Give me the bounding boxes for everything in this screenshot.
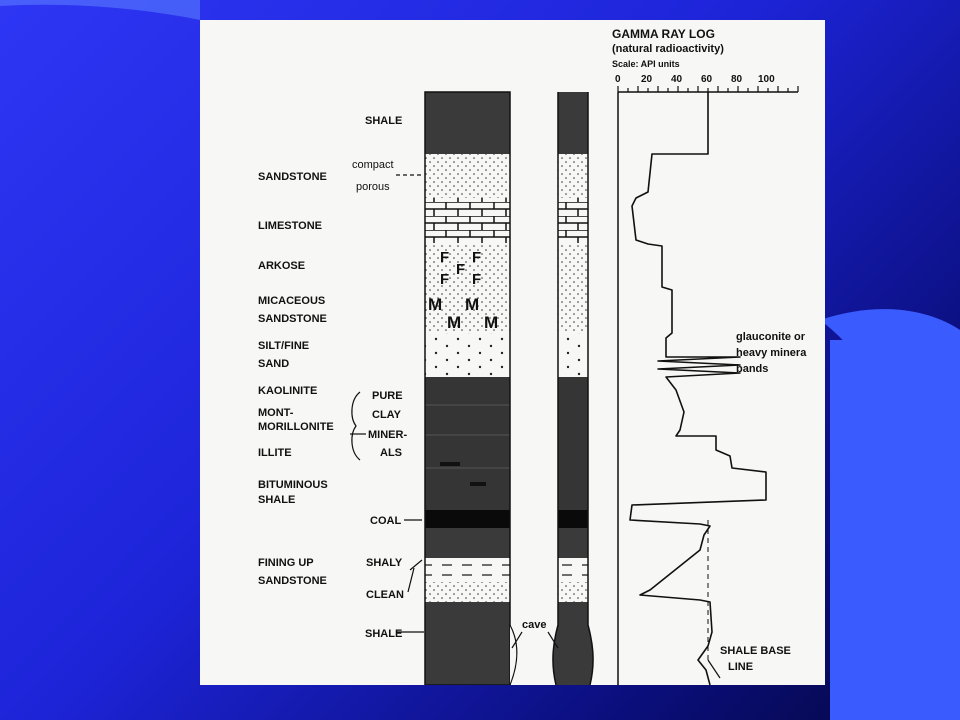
shale-base-annotation: SHALE BASE LINE xyxy=(720,645,791,673)
cave-left-wall xyxy=(509,624,518,685)
label-porous: porous xyxy=(356,181,390,193)
arkose-symbol: F xyxy=(456,261,465,278)
label-clean: CLEAN xyxy=(366,589,404,601)
cave-section xyxy=(552,602,594,685)
label-cave: cave xyxy=(522,619,546,631)
arkose-symbol: F xyxy=(472,249,481,266)
scale-tick-label: 60 xyxy=(701,74,713,85)
scale-tick-label: 80 xyxy=(731,74,743,85)
shale-bottom-layer xyxy=(425,602,510,685)
sandstone-layer xyxy=(425,154,510,198)
glauconite-annotation: glauconite or heavy minera bands xyxy=(736,331,807,375)
label-montmorillonite-2: MORILLONITE xyxy=(258,421,334,433)
label-fining-up-2: SANDSTONE xyxy=(258,575,327,587)
label-illite: ILLITE xyxy=(258,447,292,459)
label-shaly: SHALY xyxy=(366,557,403,569)
organic-streak xyxy=(470,482,486,486)
scale-tick-label: 20 xyxy=(641,74,653,85)
shale-mid-layer xyxy=(425,528,510,558)
coal-layer xyxy=(425,510,510,528)
label-clay: CLAY xyxy=(372,409,402,421)
mica-symbol: M xyxy=(447,313,461,332)
scale-tick-label: 0 xyxy=(615,74,621,85)
arkose-layer xyxy=(425,243,510,287)
label-sandstone: SANDSTONE xyxy=(258,171,327,183)
gamma-log-track xyxy=(617,86,799,685)
shaly-layer xyxy=(425,558,510,582)
label-glauconite: glauconite or xyxy=(736,331,806,343)
label-glauconite-2: heavy minera xyxy=(736,347,807,359)
mica-symbol: M xyxy=(484,313,498,332)
top-swoosh xyxy=(0,0,200,20)
label-montmorillonite: MONT- xyxy=(258,407,294,419)
figure-title: GAMMA RAY LOG xyxy=(612,27,715,41)
clay-layer xyxy=(425,377,510,510)
main-column-outline xyxy=(424,91,511,685)
mica-symbol: M xyxy=(465,295,479,314)
mica-symbols: M M M M xyxy=(428,295,498,332)
micaceous-layer xyxy=(425,287,510,333)
scale-label: Scale: API units xyxy=(612,59,680,69)
scale-tick-label: 40 xyxy=(671,74,683,85)
arkose-symbol: F xyxy=(440,249,449,266)
label-als: ALS xyxy=(380,447,402,459)
label-coal: COAL xyxy=(370,515,401,527)
label-connectors xyxy=(350,174,721,679)
silt-layer xyxy=(425,333,510,377)
label-shale-bottom: SHALE xyxy=(365,628,402,640)
scale-ticks xyxy=(617,86,799,92)
organic-streak xyxy=(440,462,460,466)
right-panel xyxy=(830,340,960,720)
label-pure: PURE xyxy=(372,390,403,402)
label-shale-base-2: LINE xyxy=(728,661,753,673)
label-minerals: MINER- xyxy=(368,429,407,441)
label-compact: compact xyxy=(352,159,394,171)
mica-symbol: M xyxy=(428,295,442,314)
lithology-labels: SHALE SANDSTONE compact porous LIMESTONE… xyxy=(258,115,407,640)
arkose-symbol: F xyxy=(472,271,481,288)
label-bituminous-2: SHALE xyxy=(258,494,295,506)
label-shale-base: SHALE BASE xyxy=(720,645,791,657)
label-shale-top: SHALE xyxy=(365,115,402,127)
gamma-ray-log-figure: F F F F F M M M M xyxy=(200,20,825,685)
figure-svg: F F F F F M M M M xyxy=(258,27,807,685)
label-arkose: ARKOSE xyxy=(258,260,305,272)
label-glauconite-3: bands xyxy=(736,363,768,375)
label-silt-2: SAND xyxy=(258,358,289,370)
label-micaceous-2: SANDSTONE xyxy=(258,313,327,325)
arkose-symbol: F xyxy=(440,271,449,288)
label-micaceous: MICACEOUS xyxy=(258,295,325,307)
label-bituminous: BITUMINOUS xyxy=(258,479,328,491)
limestone-layer xyxy=(425,198,510,243)
scale-tick-label: 100 xyxy=(758,74,775,85)
clean-sand-layer xyxy=(425,582,510,602)
label-silt: SILT/FINE xyxy=(258,340,309,352)
label-limestone: LIMESTONE xyxy=(258,220,322,232)
shale-top-layer xyxy=(425,92,510,154)
scale-tick-labels: 0 20 40 60 80 100 xyxy=(615,74,775,85)
label-kaolinite: KAOLINITE xyxy=(258,385,317,397)
borehole-column xyxy=(509,92,594,685)
figure-subtitle: (natural radioactivity) xyxy=(612,43,724,55)
arkose-symbols: F F F F F xyxy=(440,249,481,288)
label-fining-up: FINING UP xyxy=(258,557,314,569)
main-column xyxy=(424,91,511,685)
gamma-curve xyxy=(629,92,767,685)
